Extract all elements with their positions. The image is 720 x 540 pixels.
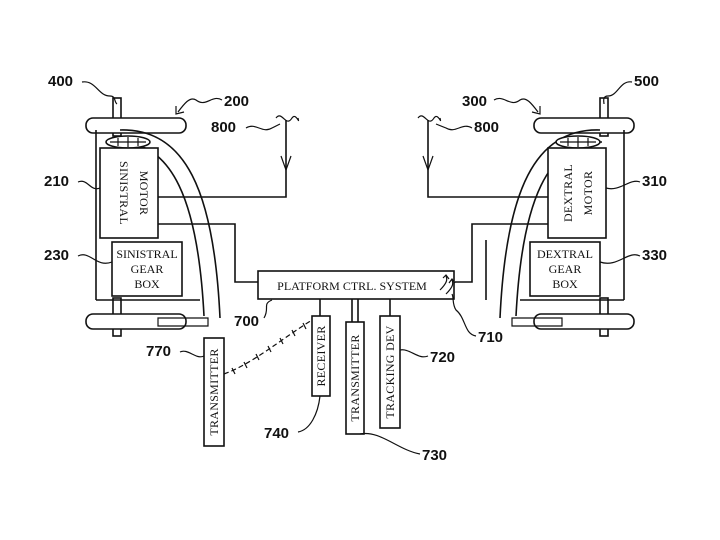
- ref-300: 300: [462, 93, 487, 110]
- ref-740: 740: [264, 425, 289, 442]
- ref-310: 310: [642, 173, 667, 190]
- ref-200: 200: [224, 93, 249, 110]
- dextral-gearbox-label-1: DEXTRAL: [537, 247, 593, 261]
- sinistral-skate: SINISTRAL MOTOR SINISTRAL GEAR BOX: [86, 98, 220, 336]
- ref-400: 400: [48, 73, 73, 90]
- transmitter-center-label: TRANSMITTER: [348, 334, 362, 421]
- sinistral-gearbox-label-2: GEAR: [131, 262, 164, 276]
- ref-500: 500: [634, 73, 659, 90]
- tracking-device-label: TRACKING DEV: [383, 325, 397, 418]
- dextral-gearbox-label-3: BOX: [552, 277, 578, 291]
- sinistral-motor-label-2: MOTOR: [137, 171, 151, 216]
- dextral-skate: DEXTRAL MOTOR DEXTRAL GEAR BOX: [500, 98, 634, 336]
- ref-720: 720: [430, 349, 455, 366]
- sinistral-gearbox-label-3: BOX: [134, 277, 160, 291]
- dextral-motor-label-1: DEXTRAL: [561, 164, 575, 222]
- right-wheel-bottom: [534, 314, 634, 329]
- platform-control-system: PLATFORM CTRL. SYSTEM: [258, 271, 455, 299]
- ref-800-right: 800: [474, 119, 499, 136]
- ref-700: 700: [234, 313, 259, 330]
- left-wheel-bottom: [86, 314, 186, 329]
- ref-710: 710: [478, 329, 503, 346]
- ref-730: 730: [422, 447, 447, 464]
- ref-330: 330: [642, 247, 667, 264]
- ref-230: 230: [44, 247, 69, 264]
- dextral-motor-label-2: MOTOR: [581, 171, 595, 216]
- dextral-motor-box: [548, 148, 606, 238]
- ref-210: 210: [44, 173, 69, 190]
- devices: RECEIVER TRANSMITTER TRACKING DEV TRANSM…: [204, 316, 400, 446]
- right-power-squiggle: [418, 116, 441, 121]
- left-power-squiggle: [276, 116, 299, 121]
- ref-770: 770: [146, 343, 171, 360]
- ref-800-left: 800: [211, 119, 236, 136]
- receiver-label: RECEIVER: [314, 325, 328, 386]
- transmitter-remote-label: TRANSMITTER: [207, 348, 221, 435]
- dextral-gearbox-label-2: GEAR: [549, 262, 582, 276]
- sinistral-gearbox-label-1: SINISTRAL: [116, 247, 177, 261]
- sinistral-motor-label-1: SINISTRAL: [117, 161, 131, 225]
- platform-label: PLATFORM CTRL. SYSTEM: [277, 279, 427, 293]
